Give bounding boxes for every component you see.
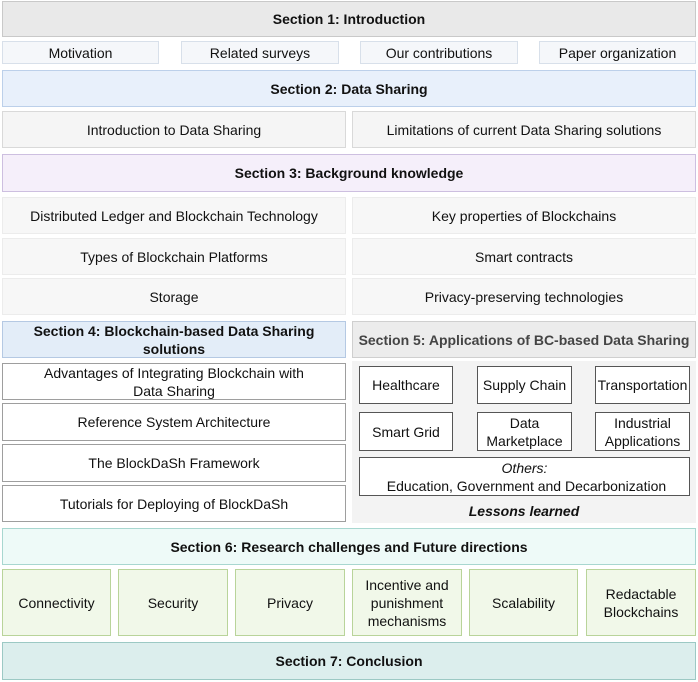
section1-item-paper-organization: Paper organization: [539, 41, 696, 64]
app-others: Others: Education, Government and Decarb…: [359, 457, 690, 496]
section2-title: Section 2: Data Sharing: [270, 80, 428, 97]
section3-item-smart-contracts: Smart contracts: [352, 238, 696, 275]
challenge-incentive: Incentive and punishment mechanisms: [352, 569, 462, 636]
challenge-connectivity: Connectivity: [2, 569, 111, 636]
section1-title: Section 1: Introduction: [272, 11, 426, 27]
others-text: Education, Government and Decarbonizatio…: [382, 477, 667, 494]
section4-item-architecture: Reference System Architecture: [2, 403, 346, 441]
app-data-marketplace: Data Marketplace: [477, 412, 572, 451]
challenge-privacy: Privacy: [235, 569, 345, 636]
section3-item-key-properties: Key properties of Blockchains: [352, 197, 696, 234]
section4-item-tutorials: Tutorials for Deploying of BlockDaSh: [2, 485, 346, 522]
item-label: Data Marketplace: [486, 414, 563, 449]
challenge-security: Security: [118, 569, 228, 636]
section4-item-advantages: Advantages of Integrating Blockchain wit…: [2, 363, 346, 400]
section2-item-intro: Introduction to Data Sharing: [2, 111, 346, 148]
item-label: Security: [147, 594, 199, 611]
item-label: Industrial Applications: [604, 414, 681, 449]
section4-title: Section 4: Blockchain-based Data Sharing…: [33, 322, 315, 357]
item-label: Our contributions: [385, 44, 493, 61]
section3-item-platform-types: Types of Blockchain Platforms: [2, 238, 346, 275]
item-label: Introduction to Data Sharing: [86, 121, 262, 138]
item-label: Scalability: [491, 594, 556, 611]
item-label: Limitations of current Data Sharing solu…: [386, 121, 662, 138]
item-label: Reference System Architecture: [77, 414, 271, 430]
challenge-redactable: Redactable Blockchains: [586, 569, 696, 636]
section1-item-motivation: Motivation: [2, 41, 159, 64]
section3-item-dlt: Distributed Ledger and Blockchain Techno…: [2, 197, 346, 234]
item-label: Supply Chain: [482, 377, 567, 393]
item-label: Privacy-preserving technologies: [424, 288, 624, 305]
app-transportation: Transportation: [595, 366, 690, 404]
item-label: Key properties of Blockchains: [431, 207, 617, 224]
item-label: Distributed Ledger and Blockchain Techno…: [30, 207, 318, 224]
section7-title: Section 7: Conclusion: [275, 653, 423, 669]
item-label: The BlockDaSh Framework: [88, 455, 260, 471]
section1-header: Section 1: Introduction: [2, 1, 696, 37]
item-label: Transportation: [597, 377, 688, 393]
item-label: Redactable Blockchains: [603, 585, 679, 620]
item-label: Storage: [149, 288, 199, 305]
app-supply-chain: Supply Chain: [477, 366, 572, 404]
section2-header: Section 2: Data Sharing: [2, 70, 696, 107]
section4-header: Section 4: Blockchain-based Data Sharing…: [2, 321, 346, 358]
section5-header: Section 5: Applications of BC-based Data…: [352, 321, 696, 358]
item-label: Smart contracts: [474, 248, 574, 265]
section3-item-storage: Storage: [2, 278, 346, 315]
item-label: Advantages of Integrating Blockchain wit…: [44, 364, 304, 399]
item-label: Incentive and punishment mechanisms: [365, 576, 449, 629]
item-label: Tutorials for Deploying of BlockDaSh: [59, 495, 289, 512]
item-label: Healthcare: [372, 377, 440, 393]
lessons-label: Lessons learned: [468, 503, 580, 519]
app-smart-grid: Smart Grid: [359, 412, 453, 451]
section3-title: Section 3: Background knowledge: [234, 165, 464, 181]
item-label: Paper organization: [558, 44, 677, 61]
section2-item-limitations: Limitations of current Data Sharing solu…: [352, 111, 696, 148]
item-label: Connectivity: [18, 594, 95, 611]
item-label: Privacy: [267, 594, 313, 611]
item-label: Types of Blockchain Platforms: [80, 248, 268, 265]
lessons-learned: Lessons learned: [352, 501, 696, 521]
section1-item-related-surveys: Related surveys: [181, 41, 339, 64]
section6-header: Section 6: Research challenges and Futur…: [2, 528, 696, 565]
section1-item-contributions: Our contributions: [360, 41, 518, 64]
app-healthcare: Healthcare: [359, 366, 453, 404]
section6-title: Section 6: Research challenges and Futur…: [170, 538, 528, 555]
section5-title: Section 5: Applications of BC-based Data…: [358, 331, 690, 348]
item-label: Motivation: [48, 44, 113, 61]
others-prefix: Others:: [501, 459, 548, 476]
section3-header: Section 3: Background knowledge: [2, 154, 696, 192]
item-label: Smart Grid: [372, 423, 440, 440]
section4-item-framework: The BlockDaSh Framework: [2, 444, 346, 482]
app-industrial: Industrial Applications: [595, 412, 690, 451]
section3-item-privacy-tech: Privacy-preserving technologies: [352, 278, 696, 315]
section7-header: Section 7: Conclusion: [2, 642, 696, 680]
item-label: Related surveys: [209, 44, 311, 61]
challenge-scalability: Scalability: [469, 569, 578, 636]
